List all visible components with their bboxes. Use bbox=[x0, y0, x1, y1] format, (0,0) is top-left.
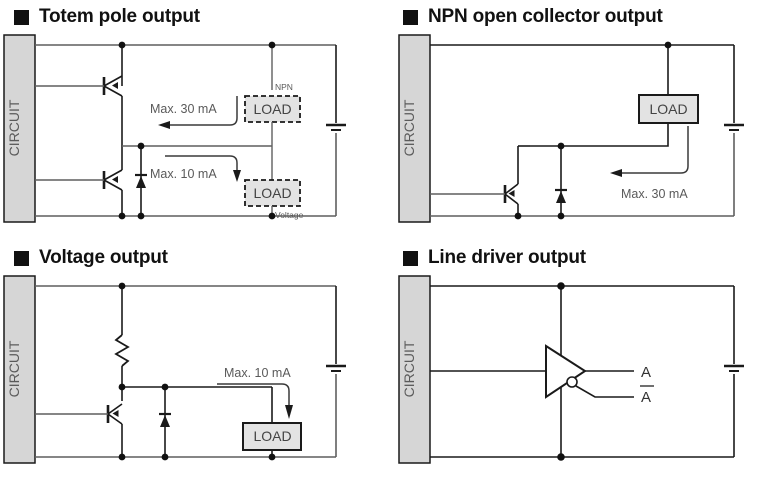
junction-dot bbox=[557, 212, 565, 220]
junction-dot bbox=[118, 453, 126, 461]
annotation-label: Max. 30 mA bbox=[621, 187, 688, 201]
panel-title-voltage-output: Voltage output bbox=[14, 243, 168, 273]
output-label-a-bar: A bbox=[641, 389, 651, 406]
annotation1-label: Max. 30 mA bbox=[150, 102, 217, 116]
circuit-block-label: CIRCUIT bbox=[401, 99, 417, 156]
transistor-emitter-lead bbox=[504, 193, 519, 205]
junction-dot bbox=[161, 453, 169, 461]
load-label: LOAD bbox=[649, 101, 687, 117]
circuit-block-label: CIRCUIT bbox=[6, 99, 22, 156]
bullet-square-icon bbox=[14, 9, 29, 25]
bullet-square-icon bbox=[403, 9, 418, 25]
transistor-arrow-icon bbox=[508, 190, 515, 197]
inverting-bubble-icon bbox=[566, 376, 578, 388]
load1-box bbox=[244, 95, 301, 123]
junction-dot bbox=[268, 212, 276, 220]
annotation-label: Max. 10 mA bbox=[224, 366, 291, 380]
diagram-line-driver: CIRCUIT A A bbox=[389, 269, 778, 481]
panel-npn-open-collector-output: NPN open collector output CIRCUIT LOAD bbox=[389, 0, 778, 240]
junction-dot bbox=[268, 453, 276, 461]
panel-title-totem-pole: Totem pole output bbox=[14, 2, 200, 32]
line-driver-buffer-icon bbox=[545, 344, 587, 399]
transistor1-emitter-lead bbox=[103, 85, 123, 97]
junction-dot bbox=[268, 41, 276, 49]
load2-label: LOAD bbox=[253, 185, 291, 201]
output-label-a: A bbox=[641, 364, 651, 381]
junction-dot bbox=[118, 282, 126, 290]
transistor-collector-lead bbox=[504, 183, 519, 195]
junction-dot bbox=[137, 142, 145, 150]
junction-dot bbox=[118, 383, 126, 391]
annotation2-label: Max. 10 mA bbox=[150, 167, 217, 181]
diagram-totem-pole: CIRCUIT bbox=[0, 28, 389, 240]
load-label: LOAD bbox=[253, 428, 291, 444]
bullet-square-icon bbox=[14, 250, 29, 266]
diode-triangle-icon bbox=[160, 415, 170, 427]
junction-dot bbox=[161, 383, 169, 391]
resistor-icon bbox=[114, 334, 130, 367]
transistor2-arrow-icon bbox=[112, 176, 118, 183]
panel-title-text: Voltage output bbox=[39, 247, 168, 268]
panel-totem-pole-output: Totem pole output CIRCUIT bbox=[0, 0, 389, 240]
load2-box bbox=[244, 179, 301, 207]
transistor1-arrow-icon bbox=[112, 82, 118, 89]
circuit-block bbox=[398, 275, 431, 464]
circuit-block bbox=[3, 34, 36, 223]
load-box bbox=[242, 422, 302, 451]
circuit-block-label: CIRCUIT bbox=[401, 340, 417, 397]
diagram-voltage-output: CIRCUIT bbox=[0, 269, 389, 481]
annotation-leader bbox=[618, 126, 689, 174]
junction-dot bbox=[514, 212, 522, 220]
bullet-square-icon bbox=[403, 250, 418, 266]
circuit-block bbox=[3, 275, 36, 464]
transistor-emitter-lead bbox=[107, 413, 123, 425]
junction-dot bbox=[557, 142, 565, 150]
wire-output-a-bar bbox=[575, 385, 634, 398]
panel-title-npn-open-collector: NPN open collector output bbox=[403, 2, 663, 32]
annotation1-arrowhead-icon bbox=[158, 121, 170, 129]
load2-caption-voltage: Voltage bbox=[275, 210, 304, 220]
transistor-arrow-icon bbox=[112, 410, 119, 417]
diode-triangle-icon bbox=[136, 176, 146, 188]
panel-title-line-driver: Line driver output bbox=[403, 243, 586, 273]
diagram-npn-open-collector: CIRCUIT LOAD bbox=[389, 28, 778, 240]
circuit-block-label: CIRCUIT bbox=[6, 340, 22, 397]
annotation-arrowhead-icon bbox=[285, 405, 293, 419]
junction-dot bbox=[137, 212, 145, 220]
annotation2-leader bbox=[165, 155, 238, 173]
wire-load-to-output bbox=[561, 123, 669, 147]
transistor2-emitter-lead bbox=[103, 179, 123, 191]
annotation2-arrowhead-icon bbox=[233, 170, 241, 182]
panel-voltage-output: Voltage output CIRCUIT bbox=[0, 241, 389, 481]
annotation-arrowhead-icon bbox=[610, 169, 622, 177]
transistor-collector-lead bbox=[107, 403, 123, 415]
load1-label: LOAD bbox=[253, 101, 291, 117]
panel-line-driver-output: Line driver output CIRCUIT bbox=[389, 241, 778, 481]
panel-title-text: NPN open collector output bbox=[428, 6, 663, 27]
annotation-leader bbox=[217, 383, 290, 407]
diode-triangle-icon bbox=[556, 191, 566, 203]
junction-dot bbox=[664, 41, 672, 49]
circuit-block bbox=[398, 34, 431, 223]
annotation1-leader bbox=[165, 96, 238, 126]
junction-dot bbox=[557, 282, 565, 290]
transistor2-collector-lead bbox=[103, 169, 123, 181]
junction-dot bbox=[118, 212, 126, 220]
junction-dot bbox=[118, 41, 126, 49]
junction-dot bbox=[557, 453, 565, 461]
transistor1-collector-lead bbox=[103, 75, 123, 87]
load1-caption-npn: NPN bbox=[275, 82, 293, 92]
panel-title-text: Line driver output bbox=[428, 247, 586, 268]
panel-title-text: Totem pole output bbox=[39, 6, 200, 27]
